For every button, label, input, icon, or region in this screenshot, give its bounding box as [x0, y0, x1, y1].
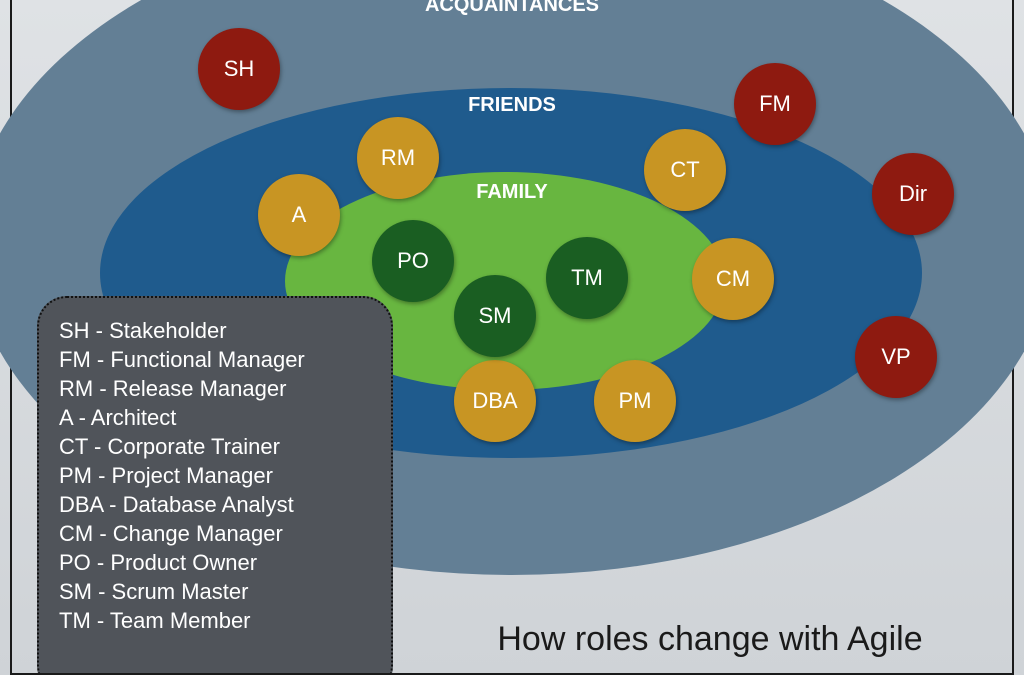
legend-item: A - Architect [59, 405, 177, 430]
role-circle-dir: Dir [872, 153, 954, 235]
legend-item: CT - Corporate Trainer [59, 434, 280, 459]
legend-item: TM - Team Member [59, 608, 251, 633]
role-circle-cm: CM [692, 238, 774, 320]
legend-item: FM - Functional Manager [59, 347, 305, 372]
friends-label: FRIENDS [468, 94, 556, 116]
role-circle-rm: RM [357, 117, 439, 199]
legend-item: DBA - Database Analyst [59, 492, 294, 517]
role-circle-dba: DBA [454, 360, 536, 442]
role-circle-tm: TM [546, 237, 628, 319]
legend-box: SH - Stakeholder FM - Functional Manager… [37, 296, 393, 675]
frame-bottom-border [10, 673, 1014, 675]
role-circle-a: A [258, 174, 340, 256]
legend-item: PM - Project Manager [59, 463, 273, 488]
legend-item: SH - Stakeholder [59, 318, 227, 343]
role-circle-pm: PM [594, 360, 676, 442]
legend-item: PO - Product Owner [59, 550, 258, 575]
role-circle-fm: FM [734, 63, 816, 145]
acquaintances-label: ACQUAINTANCES [424, 0, 600, 16]
role-circle-sh: SH [198, 28, 280, 110]
legend-item: RM - Release Manager [59, 376, 287, 401]
role-circle-po: PO [372, 220, 454, 302]
role-circle-ct: CT [644, 129, 726, 211]
role-circle-vp: VP [855, 316, 937, 398]
caption-title: How roles change with Agile [497, 620, 923, 658]
legend-item: SM - Scrum Master [59, 579, 249, 604]
legend-item: CM - Change Manager [59, 521, 283, 546]
role-circle-sm: SM [454, 275, 536, 357]
family-label: FAMILY [476, 181, 548, 203]
